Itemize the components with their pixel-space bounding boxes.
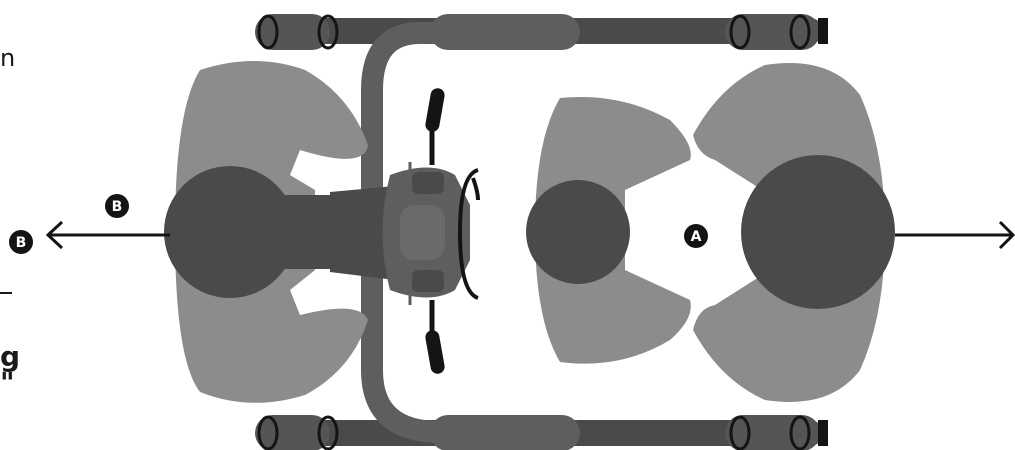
marker-b-top-label: B: [112, 199, 123, 215]
steering-assembly: [330, 88, 480, 374]
edge-text-n: n: [0, 44, 16, 72]
top-cap-ring-4: [789, 14, 811, 50]
right-person: [693, 63, 895, 402]
arrows: [45, 220, 1015, 250]
edge-text-g: g: [0, 340, 21, 373]
marker-b-left: B: [9, 230, 33, 254]
left-person: [164, 61, 368, 403]
bottom-cap-ring-2: [317, 415, 339, 450]
marker-b-left-label: B: [16, 235, 27, 251]
middle-person-head: [526, 180, 630, 284]
left-person-head: [164, 166, 296, 298]
marker-b-top: B: [105, 194, 129, 218]
top-cap-ring-1: [257, 14, 279, 50]
marker-a: A: [684, 224, 708, 248]
console-block-top: [412, 172, 444, 194]
marker-a-label: A: [691, 229, 702, 245]
bracket-bottom: [390, 283, 412, 305]
console-inner: [400, 205, 445, 260]
arrow-left-head: [45, 220, 64, 250]
bracket-top: [390, 162, 412, 187]
handle-bar: [361, 22, 526, 443]
console-block-bottom: [412, 270, 444, 292]
bottom-cap-ring-1: [257, 415, 279, 450]
steering-ring: [457, 168, 480, 300]
top-rail-cap-left: [255, 14, 330, 50]
right-person-head: [741, 155, 895, 309]
bottom-rail-end: [818, 420, 828, 446]
arrow-right-head: [998, 220, 1015, 250]
edge-dash: [0, 292, 12, 294]
top-rail-end: [818, 18, 828, 44]
frame: [255, 14, 828, 450]
bottom-cap-ring-4: [789, 415, 811, 450]
handlebar-upper-grip: [425, 88, 445, 132]
top-cap-ring-2: [317, 14, 339, 50]
handlebar-lower-grip: [425, 330, 445, 374]
middle-person: [526, 96, 691, 364]
top-cap-ring-3: [729, 14, 751, 50]
steering-column-housing: [330, 186, 395, 280]
edge-text-quote: ": [0, 366, 15, 399]
bottom-cap-ring-3: [729, 415, 751, 450]
